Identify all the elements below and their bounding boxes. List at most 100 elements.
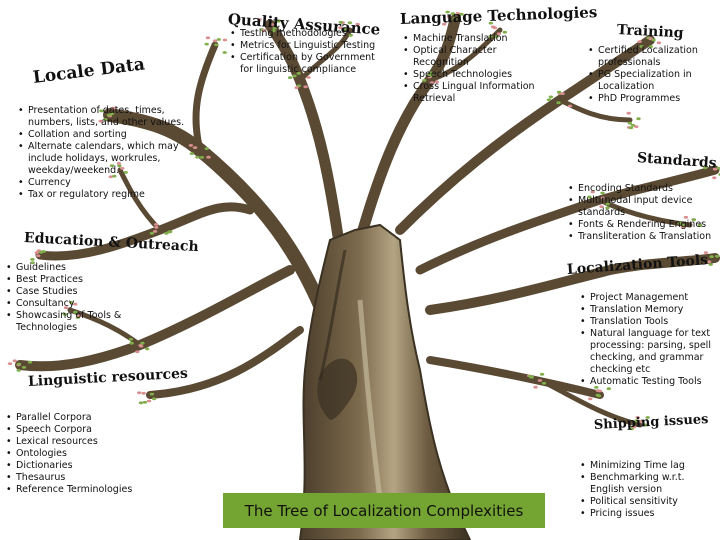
leaf xyxy=(306,76,311,79)
shipping-issues-list: Minimizing Time lag Benchmarking w.r.t. … xyxy=(580,460,715,520)
list-item: Fonts & Rendering Engines xyxy=(568,219,718,231)
leaf xyxy=(637,40,642,43)
leaf xyxy=(269,23,275,26)
list-item: Alternate calendars, which may include h… xyxy=(18,141,188,177)
leaf xyxy=(222,51,227,54)
leaf xyxy=(638,420,643,423)
leaf xyxy=(631,425,637,429)
leaf xyxy=(596,394,602,398)
leaf xyxy=(708,263,713,266)
list-item: Pricing issues xyxy=(580,508,715,520)
leaf xyxy=(27,360,33,364)
leaf xyxy=(537,379,543,382)
list-item: Machine Translation xyxy=(403,33,538,45)
leaf xyxy=(450,12,456,16)
leaf xyxy=(709,255,714,259)
list-item: PhD Programmes xyxy=(588,93,713,105)
list-item: Natural language for text processing: pa… xyxy=(580,328,720,376)
list-item: Benchmarking w.r.t. English version xyxy=(580,472,715,496)
leaf xyxy=(488,21,493,25)
list-item: Automatic Testing Tools xyxy=(580,376,720,388)
leaf xyxy=(206,155,211,159)
list-item: Testing methodologies xyxy=(230,28,380,40)
leaf xyxy=(459,12,464,16)
list-item: Cross Lingual Information Retrieval xyxy=(403,81,538,105)
leaf xyxy=(16,369,21,372)
list-item: Political sensitivity xyxy=(580,496,715,508)
leaf xyxy=(715,254,720,258)
leaf xyxy=(546,98,552,102)
locale-data-list: Presentation of dates, times, numbers, l… xyxy=(18,105,188,201)
list-item: Certification by Government for linguist… xyxy=(230,52,380,76)
leaf xyxy=(630,123,636,127)
diagram-caption: The Tree of Localization Complexities xyxy=(223,493,545,528)
leaf xyxy=(189,152,195,156)
leaf xyxy=(635,416,640,419)
list-item: Certified Localization professionals xyxy=(588,45,713,69)
list-item: Speech Corpora xyxy=(6,424,146,436)
leaf xyxy=(204,42,209,46)
leaf xyxy=(627,121,633,125)
leaf xyxy=(34,251,39,255)
leaf xyxy=(703,251,709,255)
list-item: Ontologies xyxy=(6,448,146,460)
leaf xyxy=(152,230,158,233)
leaf xyxy=(539,372,545,376)
leaf xyxy=(276,19,281,23)
leaf xyxy=(355,22,360,26)
leaf xyxy=(567,104,573,108)
leaf xyxy=(188,144,194,147)
leaf xyxy=(199,156,205,159)
leaf xyxy=(36,254,41,258)
list-item: Lexical resources xyxy=(6,436,146,448)
leaf xyxy=(452,17,457,20)
leaf xyxy=(636,117,641,121)
leaf xyxy=(195,155,200,159)
leaf xyxy=(7,362,13,365)
leaf xyxy=(21,366,27,369)
list-item: Translation Tools xyxy=(580,316,720,328)
language-technologies-list: Machine Translation Optical Character Re… xyxy=(403,33,538,105)
leaf xyxy=(712,167,718,171)
leaf xyxy=(634,419,639,423)
list-item: Tax or regulatory regime xyxy=(18,189,188,201)
leaf xyxy=(588,397,593,401)
leaf xyxy=(455,12,460,15)
leaf xyxy=(541,381,547,385)
list-item: Case Studies xyxy=(6,286,128,298)
leaf xyxy=(149,231,155,235)
leaf xyxy=(556,90,562,94)
localization-tools-list: Project Management Translation Memory Tr… xyxy=(580,292,720,388)
list-item: Thesaurus xyxy=(6,472,146,484)
list-item: Dictionaries xyxy=(6,460,146,472)
leaf xyxy=(606,387,611,391)
leaf xyxy=(528,374,533,378)
leaf xyxy=(38,250,44,254)
leaf xyxy=(146,399,152,403)
leaf xyxy=(645,416,650,419)
leaf xyxy=(490,25,496,29)
leaf xyxy=(338,20,343,24)
list-item: Consultancy xyxy=(6,298,128,310)
leaf xyxy=(626,111,631,115)
leaf xyxy=(556,101,561,105)
list-item: Multimodal input device standards xyxy=(568,195,718,219)
leaf xyxy=(138,344,143,347)
leaf xyxy=(651,38,656,42)
leaf xyxy=(135,350,140,354)
leaf xyxy=(642,423,648,427)
leaf xyxy=(142,400,148,404)
leaf xyxy=(138,401,144,405)
leaf xyxy=(303,85,308,89)
quality-assurance-list: Testing methodologies Metrics for Lingui… xyxy=(230,28,380,76)
leaf xyxy=(30,258,35,261)
leaf xyxy=(287,76,293,79)
leaf xyxy=(205,36,211,40)
leaf xyxy=(145,347,150,351)
training-list: Certified Localization professionals PG … xyxy=(588,45,713,105)
leaf xyxy=(548,95,554,99)
list-item: Translation Memory xyxy=(580,304,720,316)
leaf xyxy=(214,43,219,47)
list-item: Metrics for Linguistic Testing xyxy=(230,40,380,52)
list-item: Project Management xyxy=(580,292,720,304)
